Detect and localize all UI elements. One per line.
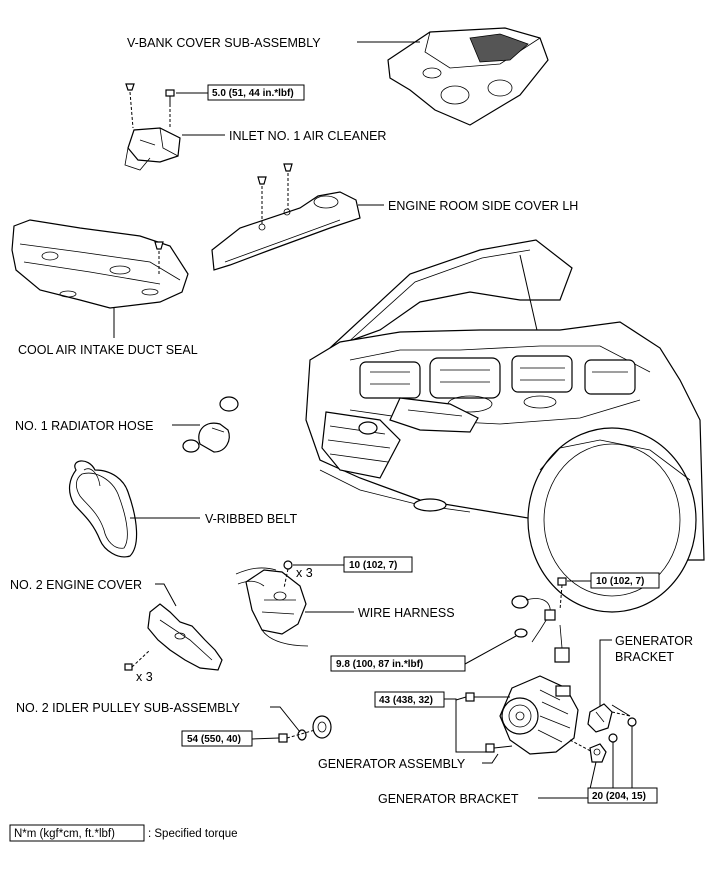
torque-box-harness — [343, 556, 413, 573]
generator-terminal — [511, 595, 570, 663]
harness-bolt — [283, 560, 293, 589]
cover-clip-2 — [283, 163, 293, 209]
generator-bracket-top-part — [587, 703, 613, 733]
vbank-cover-part — [387, 27, 549, 126]
torque-box-gen-bolts — [374, 691, 445, 708]
generator-assembly-part — [499, 675, 579, 755]
inlet-bolt — [165, 89, 175, 128]
inlet-air-cleaner-part — [124, 127, 181, 171]
engine-room-cover-label: ENGINE ROOM SIDE COVER LH — [388, 199, 578, 213]
inlet-air-cleaner-label: INLET NO. 1 AIR CLEANER — [229, 129, 386, 143]
torque-box-terminal — [590, 572, 660, 589]
v-ribbed-belt-part — [68, 460, 138, 558]
engine-cover-bolt — [124, 649, 151, 671]
torque-terminal-nut: 9.8 (100, 87 in.*lbf) — [336, 659, 423, 670]
cover-clip-1 — [257, 176, 267, 224]
idler-bolt — [278, 729, 316, 743]
torque-harness: 10 (102, 7) — [349, 560, 397, 571]
ribbed-belt-label: V-RIBBED BELT — [205, 512, 298, 526]
bracket-bolt-1 — [608, 733, 618, 743]
harness-bolt-qty: x 3 — [296, 566, 313, 580]
wire-harness-part — [235, 567, 309, 647]
engine-cover-2-label: NO. 2 ENGINE COVER — [10, 578, 142, 592]
torque-terminal: 10 (102, 7) — [596, 576, 644, 587]
generator-assembly-label: GENERATOR ASSEMBLY — [318, 757, 466, 771]
legend-box — [9, 824, 145, 842]
generator-bracket-top-label-2: BRACKET — [615, 650, 674, 664]
torque-box-inlet — [207, 84, 305, 101]
terminal-bolt — [557, 577, 567, 611]
cool-air-seal-label: COOL AIR INTAKE DUCT SEAL — [18, 343, 198, 357]
vehicle-engine-bay-illustration — [305, 239, 705, 613]
torque-box-bracket — [587, 787, 658, 804]
generator-bracket-top-label-1: GENERATOR — [615, 634, 693, 648]
generator-long-bolt — [465, 692, 510, 702]
bracket-bolt-2 — [627, 717, 637, 727]
engine-cover-2-part — [147, 603, 223, 671]
cover-bolt-qty: x 3 — [136, 670, 153, 684]
inlet-clip — [125, 83, 135, 129]
radiator-hose-part — [182, 396, 239, 453]
idler-pulley-label: NO. 2 IDLER PULLEY SUB-ASSEMBLY — [16, 701, 241, 715]
torque-inlet: 5.0 (51, 44 in.*lbf) — [212, 88, 294, 99]
generator-bracket-bottom-part — [589, 743, 607, 763]
legend-text: : Specified torque — [148, 828, 238, 840]
torque-box-terminal-nut — [330, 655, 466, 672]
cool-air-duct-seal-part — [11, 219, 189, 309]
idler-pulley-part — [312, 715, 332, 739]
generator-bracket-bottom-label: GENERATOR BRACKET — [378, 792, 519, 806]
wire-harness-label: WIRE HARNESS — [358, 606, 455, 620]
engine-room-side-cover-part — [211, 191, 361, 271]
legend-unit: N*m (kgf*cm, ft.*lbf) — [14, 828, 115, 840]
generator-short-bolt — [485, 743, 513, 753]
radiator-hose-label: NO. 1 RADIATOR HOSE — [15, 419, 153, 433]
seal-clip — [154, 241, 164, 275]
torque-idler: 54 (550, 40) — [187, 734, 241, 745]
torque-box-idler — [181, 730, 253, 747]
torque-gen-bolts: 43 (438, 32) — [379, 695, 433, 706]
vbank-cover-label: V-BANK COVER SUB-ASSEMBLY — [127, 36, 321, 50]
torque-bracket: 20 (204, 15) — [592, 791, 646, 802]
